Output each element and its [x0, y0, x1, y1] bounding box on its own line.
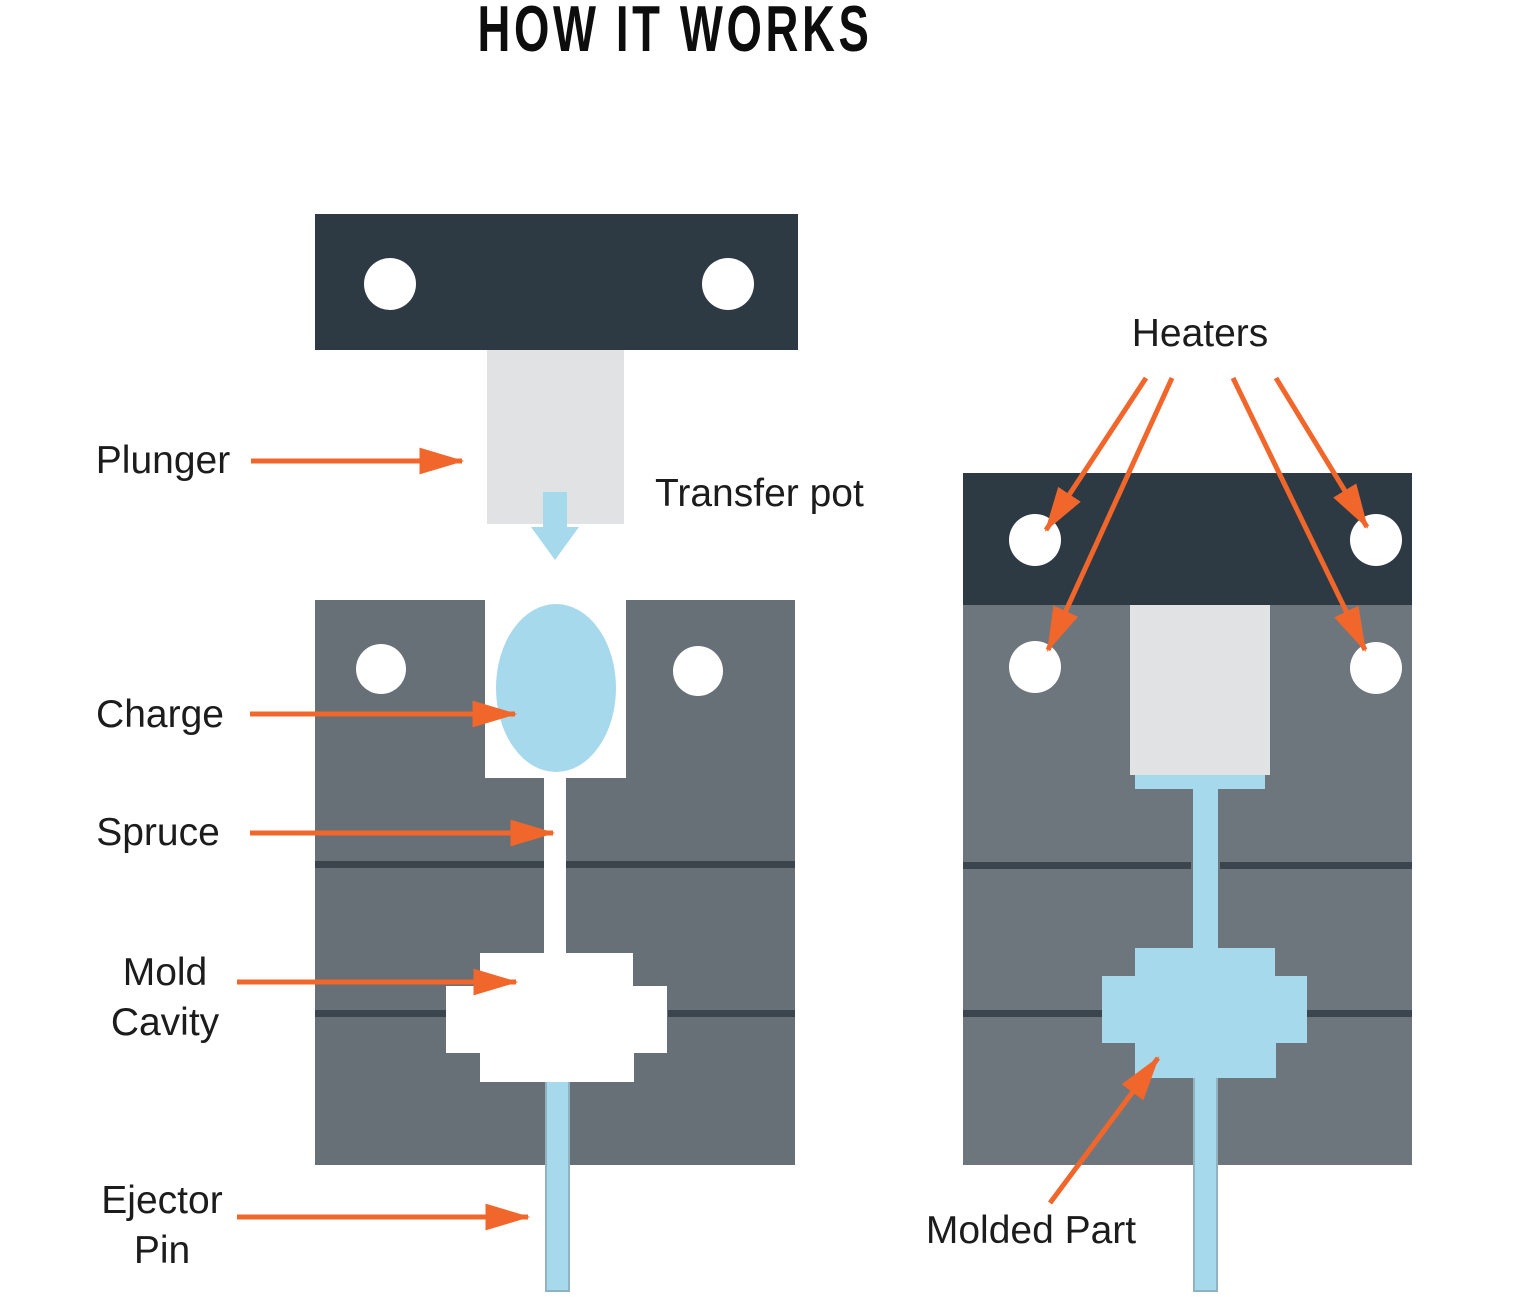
molded-part-shape	[1135, 1042, 1276, 1078]
cull-layer	[1135, 775, 1265, 789]
parting-line	[1307, 1010, 1412, 1017]
mold-cavity-label: Mold Cavity	[110, 951, 220, 1044]
heater-hole-icon	[1350, 514, 1402, 566]
parting-line	[566, 861, 795, 868]
mold-cavity-shape	[480, 953, 633, 988]
molded-part-label: Molded Part	[925, 1209, 1137, 1253]
filled-sprue	[1193, 788, 1218, 949]
bolt-hole-icon	[702, 258, 754, 310]
molded-part-shape	[1102, 976, 1307, 1043]
ejector-pin-shape	[545, 1082, 570, 1292]
transfer-pot-label: Transfer pot	[655, 472, 864, 516]
parting-line	[315, 1010, 446, 1017]
guide-hole-icon	[673, 646, 723, 696]
charge-shape	[496, 604, 616, 772]
spruce-label: Spruce	[96, 811, 220, 855]
ejector-pin-shape	[1193, 1078, 1218, 1292]
mold-cavity-shape	[446, 986, 667, 1053]
guide-hole-icon	[356, 644, 406, 694]
parting-line	[963, 1010, 1102, 1017]
heater-hole-icon	[1009, 514, 1061, 566]
parting-line	[315, 861, 544, 868]
page-title: HOW IT WORKS	[477, 0, 873, 65]
parting-line	[963, 862, 1191, 869]
plunger-label: Plunger	[95, 439, 231, 483]
molded-part-shape	[1135, 948, 1275, 977]
plunger-shape	[487, 350, 624, 524]
ejector-pin-label: Ejector Pin	[101, 1179, 223, 1272]
charge-label: Charge	[96, 693, 224, 737]
bolt-hole-icon	[364, 258, 416, 310]
parting-line	[1220, 862, 1412, 869]
heater-hole-icon	[1350, 642, 1402, 694]
heater-hole-icon	[1009, 641, 1061, 693]
parting-line	[668, 1010, 795, 1017]
mold-cavity-shape	[480, 1051, 634, 1082]
heaters-label: Heaters	[1131, 312, 1269, 356]
plunger-shape-pressed	[1130, 605, 1270, 775]
sprue-channel	[544, 777, 566, 954]
